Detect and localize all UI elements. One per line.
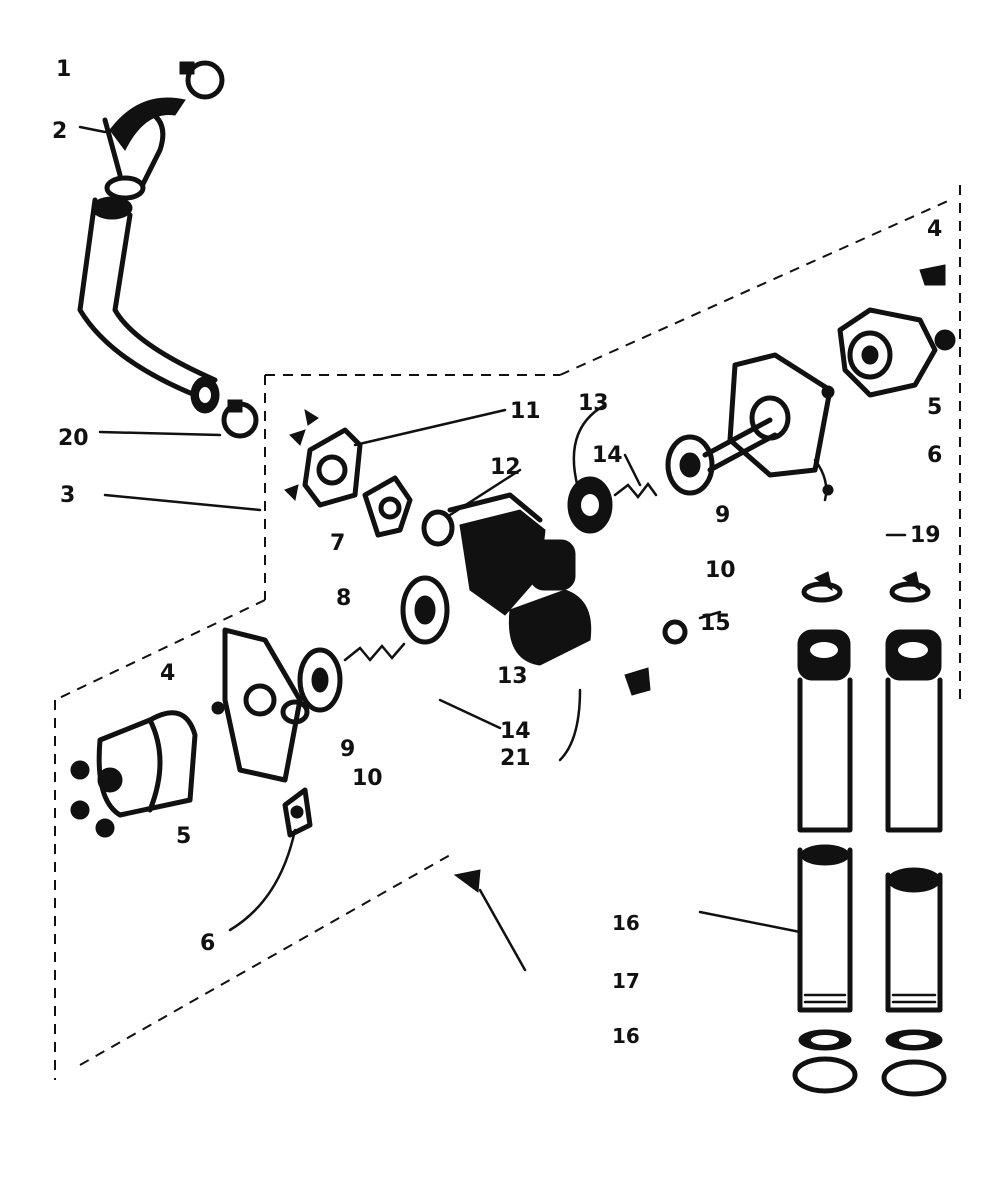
nuts-15 (624, 619, 688, 696)
valve-seat-left (280, 647, 343, 725)
label-part-19: 19 (910, 523, 941, 548)
label-part-3: 3 (60, 483, 75, 508)
label-part-14-upper: 14 (592, 443, 623, 468)
diaphragm-right (567, 476, 613, 534)
label-part-5-left: 5 (176, 824, 191, 849)
label-part-8: 8 (336, 586, 351, 611)
label-part-12: 12 (490, 455, 521, 480)
inlet-hose-right (881, 571, 947, 1097)
hose-clamp-bottom (221, 399, 259, 439)
label-part-1: 1 (56, 57, 71, 82)
o-ring-12 (421, 509, 455, 547)
drain-hose (77, 97, 220, 414)
label-part-17: 17 (612, 969, 640, 993)
label-part-4-left: 4 (160, 661, 175, 686)
label-part-20: 20 (58, 426, 89, 451)
valve-body (447, 492, 592, 666)
screw-bottom (453, 869, 527, 972)
leader-lines (78, 125, 907, 934)
label-part-6-bottom: 6 (200, 931, 215, 956)
inlet-hose-left (792, 571, 858, 1094)
label-part-13-lower: 13 (497, 664, 528, 689)
label-part-9-lower: 9 (340, 737, 355, 762)
label-part-5-right: 5 (927, 395, 942, 420)
label-part-2: 2 (52, 119, 67, 144)
connector-plate (282, 787, 313, 838)
label-part-16-a: 16 (612, 911, 640, 935)
label-part-7: 7 (330, 531, 345, 556)
spring-left (343, 642, 406, 662)
label-part-4-top: 4 (927, 217, 942, 242)
label-part-13-upper: 13 (578, 391, 609, 416)
assembly-boundary (54, 185, 961, 1080)
bracket-right (727, 352, 835, 478)
bracket-left (211, 627, 303, 783)
label-part-9-upper: 9 (715, 503, 730, 528)
label-part-10-left: 10 (352, 766, 383, 791)
screws-left (284, 408, 319, 502)
label-part-6-right: 6 (927, 443, 942, 468)
label-part-21: 21 (500, 746, 531, 771)
label-part-16-b: 16 (612, 1024, 640, 1048)
solenoid-left (70, 710, 198, 838)
spring-right (613, 481, 658, 499)
valve-seat-right (665, 417, 778, 496)
gasket-7 (302, 427, 363, 508)
hose-clamp-top (179, 60, 225, 100)
label-part-11: 11 (510, 399, 541, 424)
label-part-10-right: 10 (705, 558, 736, 583)
wire-lead-right (813, 458, 834, 502)
diaphragm-left (400, 575, 450, 645)
label-part-15: 15 (700, 611, 731, 636)
plate-8 (362, 475, 413, 538)
label-part-14-lower: 14 (500, 719, 531, 744)
solenoid-right (837, 264, 956, 398)
